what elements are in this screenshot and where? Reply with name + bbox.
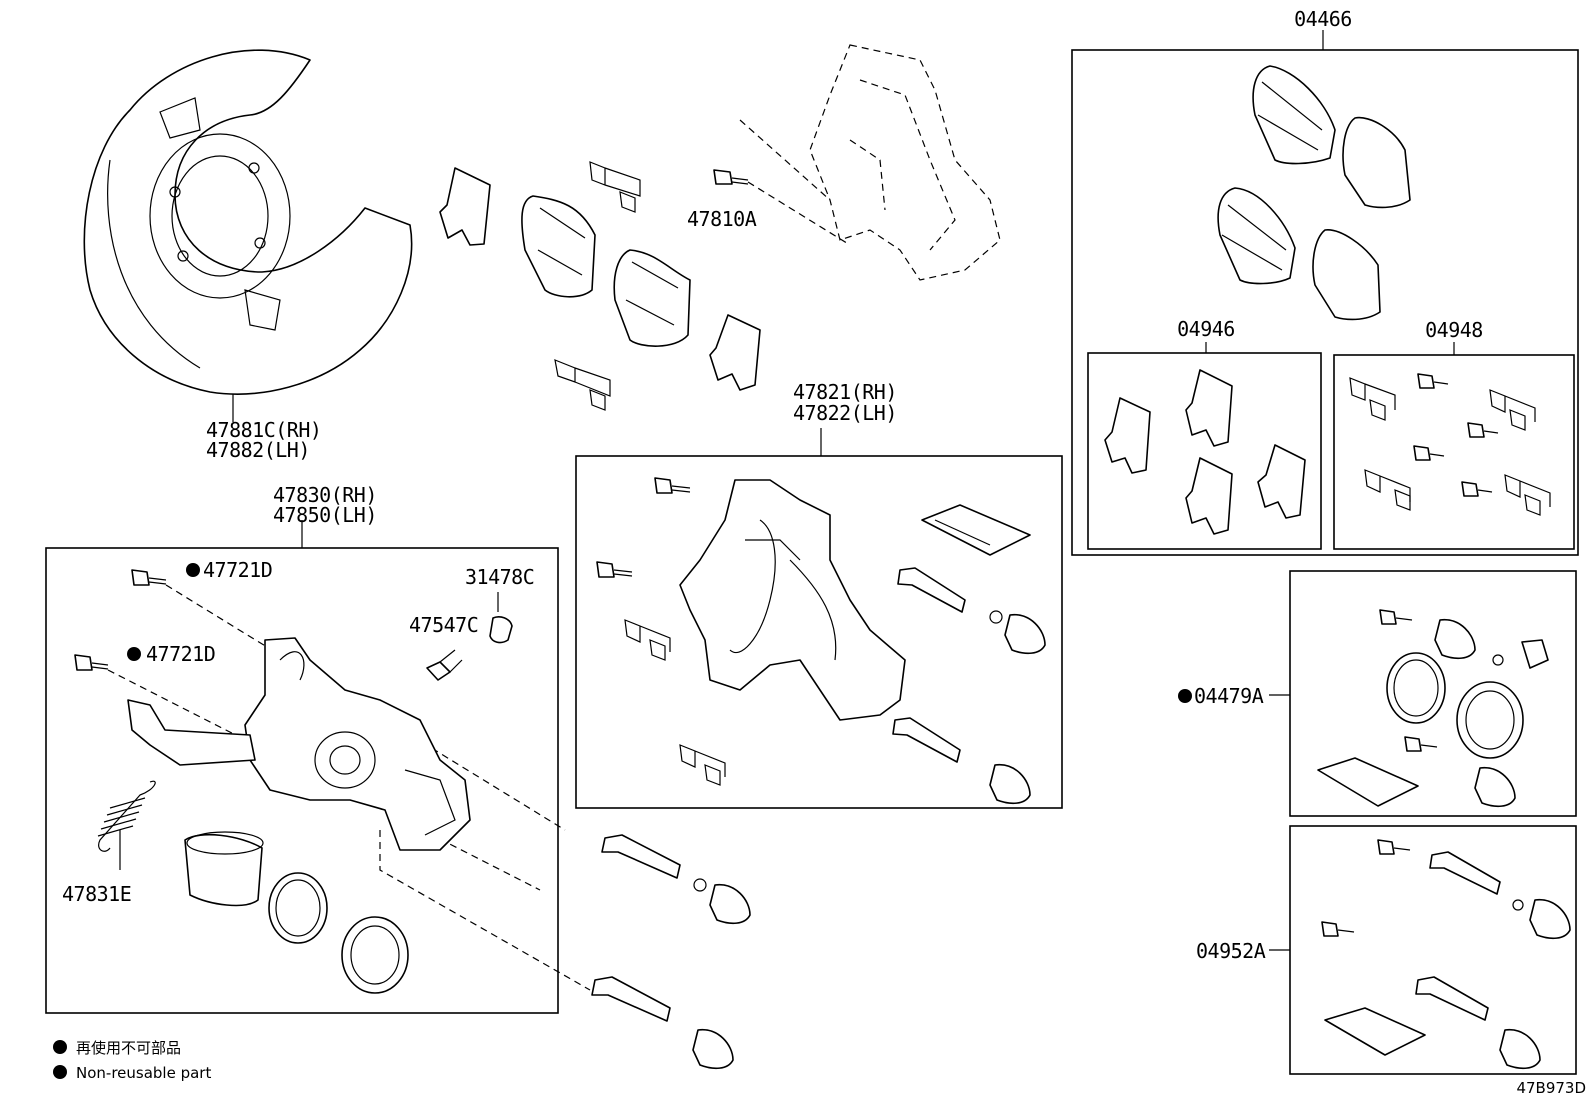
clip-kit-drawing: [1349, 373, 1551, 516]
non-reusable-dot: [1178, 689, 1192, 703]
label-47881c: 47881C(RH): [206, 418, 321, 442]
clip-drawing: [624, 619, 726, 786]
pad-kit-drawing: [1217, 65, 1411, 321]
shim-drawings: [439, 161, 761, 411]
label-04952a: 04952A: [1196, 939, 1266, 963]
label-04946: 04946: [1177, 317, 1235, 341]
box-04946: [1087, 352, 1322, 550]
pin-kit-drawing: [1321, 839, 1571, 1070]
bolt-47810a: [713, 169, 749, 185]
label-04479a: 04479A: [1194, 684, 1264, 708]
non-reusable-dot: [186, 563, 200, 577]
bracket-drawing: [679, 479, 906, 721]
spring-drawing: [97, 780, 156, 852]
label-47830: 47830(RH): [273, 483, 377, 507]
label-47850: 47850(LH): [273, 503, 377, 527]
legend-dot-icon: [53, 1065, 67, 1079]
grease-packet-drawing: [921, 504, 1031, 556]
label-04948: 04948: [1425, 318, 1483, 342]
legend-dot-icon: [53, 1040, 67, 1054]
box-04948: [1333, 354, 1575, 550]
label-47810a: 47810A: [687, 207, 757, 231]
shim-kit-drawing: [1104, 369, 1306, 535]
label-47547c: 47547C: [409, 613, 478, 637]
dust-shield-drawing: [83, 49, 413, 395]
guide-pin-drawing: [591, 834, 751, 1070]
label-47882: 47882(LH): [206, 438, 310, 462]
bleeder-screw-drawing: [426, 616, 513, 681]
seal-kit-drawing: [1317, 609, 1549, 808]
piston-drawing: [184, 831, 409, 994]
label-04466: 04466: [1294, 7, 1352, 31]
bracket-phantom: [809, 44, 1001, 281]
label-31478c: 31478C: [465, 565, 534, 589]
box-04479a: [1289, 570, 1577, 817]
bolt-47721d-drawing: [74, 569, 167, 671]
bolt-drawing: [596, 477, 691, 578]
label-47721d-1: 47721D: [203, 558, 272, 582]
label-47821: 47821(RH): [793, 380, 897, 404]
label-47822: 47822(LH): [793, 401, 897, 425]
legend-jp: 再使用不可部品: [76, 1039, 181, 1057]
guide-pin-drawing: [892, 567, 1046, 805]
non-reusable-dot: [127, 647, 141, 661]
legend-en: Non-reusable part: [76, 1064, 211, 1082]
diagram-code: 47B973D: [1516, 1079, 1586, 1097]
label-47721d-2: 47721D: [146, 642, 215, 666]
label-47831e: 47831E: [62, 882, 131, 906]
caliper-drawing: [127, 637, 471, 851]
box-47821: [575, 455, 1063, 809]
box-04466: [1071, 49, 1579, 556]
